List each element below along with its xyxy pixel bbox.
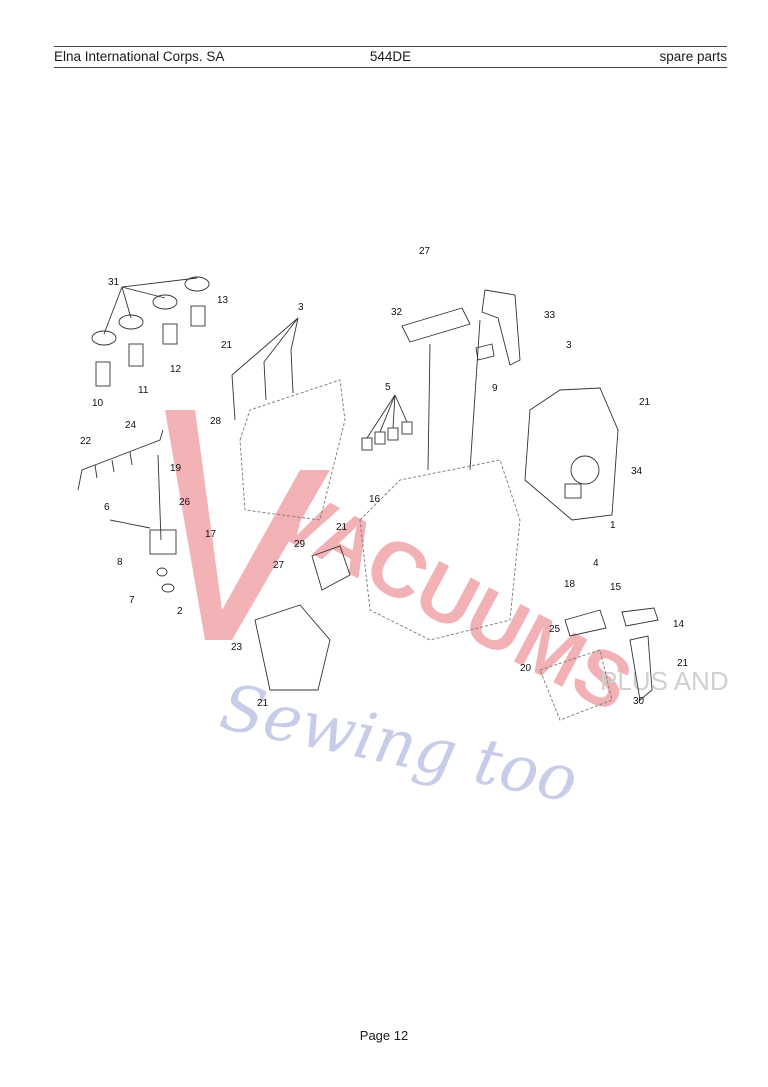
rods-left [231, 317, 299, 421]
callout-21c: 21 [336, 522, 348, 533]
callout-22: 22 [80, 436, 92, 447]
callout-19: 19 [170, 463, 182, 474]
callout-23: 23 [231, 642, 243, 653]
callout-26: 26 [179, 497, 191, 508]
company-name: Elna International Corps. SA [54, 49, 225, 64]
callout-4: 4 [593, 558, 599, 569]
callout-6: 6 [104, 502, 110, 513]
callout-3a: 3 [298, 302, 304, 313]
callout-9: 9 [492, 383, 498, 394]
callout-18: 18 [564, 579, 576, 590]
callout-25: 25 [549, 624, 561, 635]
callout-1: 1 [610, 520, 616, 531]
page-header: Elna International Corps. SA 544DE spare… [54, 46, 727, 68]
callout-27a: 27 [419, 246, 431, 257]
watermark: VACUUMS PLUS AND Sewing too [165, 410, 729, 818]
callout-29: 29 [294, 539, 306, 550]
callout-20: 20 [520, 663, 532, 674]
callout-21e: 21 [257, 698, 269, 709]
callout-21a: 21 [221, 340, 233, 351]
watermark-tag: PLUS AND [600, 666, 729, 696]
callout-5: 5 [385, 382, 391, 393]
callout-13: 13 [217, 295, 229, 306]
callout-8: 8 [117, 557, 123, 568]
callout-21d: 21 [677, 658, 689, 669]
page-number: Page 12 [359, 1028, 409, 1043]
callout-33: 33 [544, 310, 556, 321]
callout-21b: 21 [639, 397, 651, 408]
callout-12: 12 [170, 364, 182, 375]
callout-28: 28 [210, 416, 222, 427]
callout-labels: 1 2 3 3 4 5 6 7 8 9 10 11 12 13 14 15 16… [80, 246, 689, 709]
callout-16: 16 [369, 494, 381, 505]
callout-3b: 3 [566, 340, 572, 351]
hooks-group [361, 394, 413, 451]
callout-14: 14 [673, 619, 685, 630]
callout-2: 2 [177, 606, 183, 617]
watermark-sewing: Sewing too [214, 670, 584, 818]
callout-27b: 27 [273, 560, 285, 571]
callout-30: 30 [633, 696, 645, 707]
section-title: spare parts [659, 49, 727, 64]
callout-11: 11 [138, 385, 149, 396]
callout-31: 31 [108, 277, 120, 288]
callout-10: 10 [92, 398, 104, 409]
tension-discs-group [91, 276, 210, 387]
callout-24: 24 [125, 420, 137, 431]
callout-32: 32 [391, 307, 403, 318]
callout-7: 7 [129, 595, 135, 606]
thread-guide-group [77, 429, 177, 593]
callout-15: 15 [610, 582, 622, 593]
model-number: 544DE [369, 49, 412, 64]
callout-17: 17 [205, 529, 217, 540]
callout-34: 34 [631, 466, 643, 477]
